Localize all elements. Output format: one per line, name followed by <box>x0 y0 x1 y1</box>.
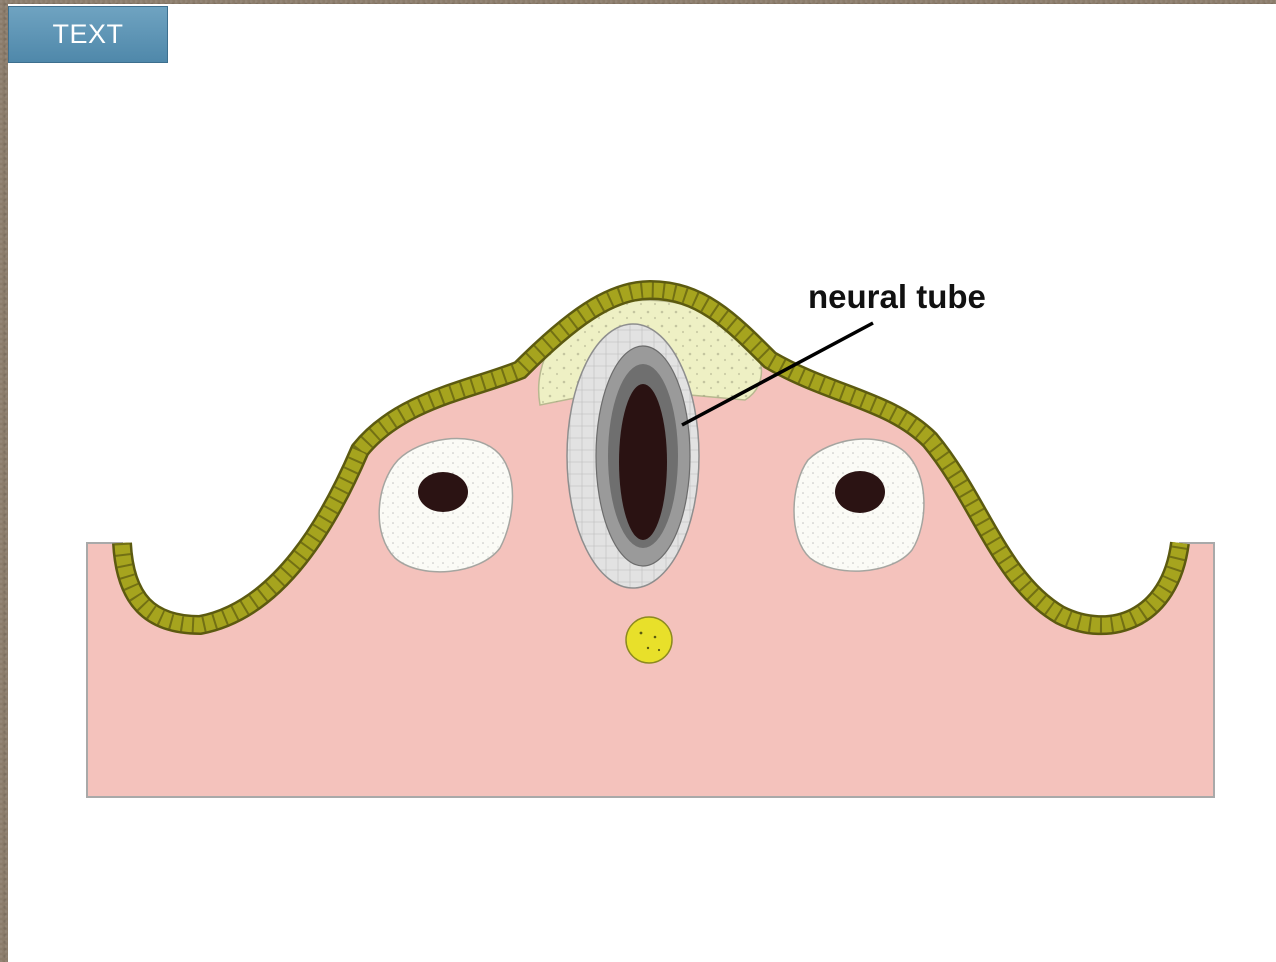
somite-left <box>379 439 512 572</box>
neural-tube <box>567 324 699 588</box>
neural-tube-lumen <box>619 384 667 540</box>
somite-right <box>794 439 924 571</box>
text-button[interactable]: TEXT <box>8 6 168 63</box>
notochord <box>626 617 672 663</box>
neural-tube-label: neural tube <box>808 278 986 315</box>
